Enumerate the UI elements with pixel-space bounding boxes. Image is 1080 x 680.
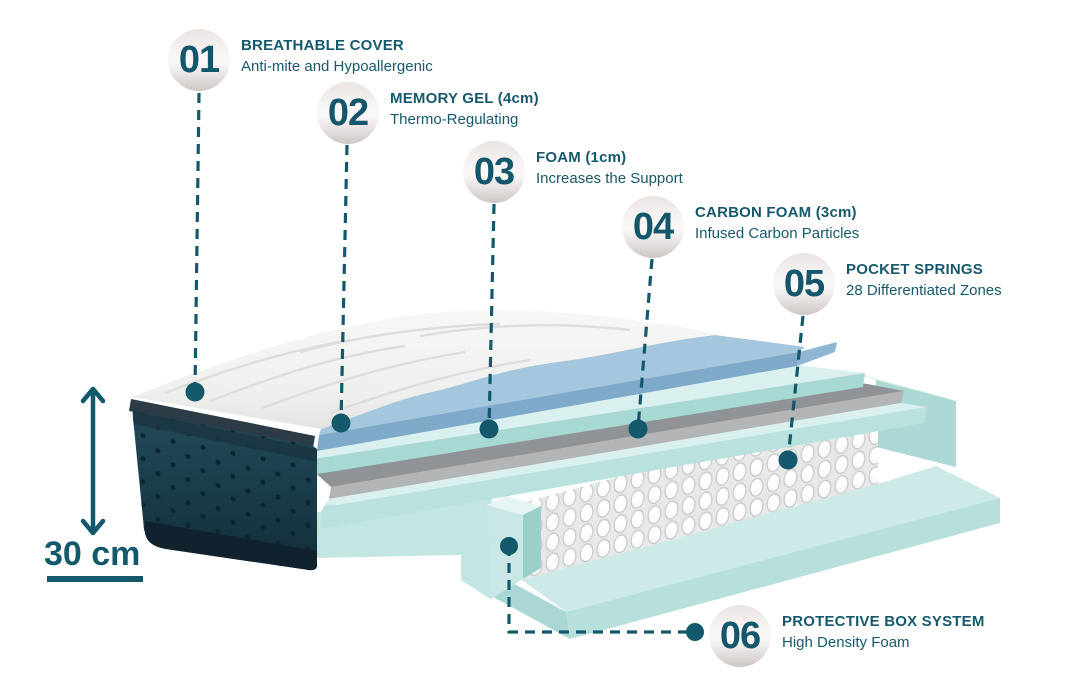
height-arrow bbox=[80, 386, 106, 536]
measurement-underline bbox=[47, 576, 143, 582]
callout-number-badge: 01 bbox=[168, 29, 230, 91]
callout-title: CARBON FOAM (3cm) bbox=[695, 204, 857, 221]
connector-02 bbox=[339, 144, 349, 423]
connector-03 bbox=[487, 203, 496, 429]
connector-dots bbox=[185, 382, 798, 641]
callout-breathable-cover: 01 BREATHABLE COVER Anti-mite and Hypoal… bbox=[168, 29, 433, 91]
connector-05 bbox=[786, 315, 805, 460]
side-fabric-block bbox=[129, 399, 317, 571]
callout-number-badge: 05 bbox=[773, 253, 835, 315]
connector-06 bbox=[507, 546, 691, 634]
callout-memory-gel: 02 MEMORY GEL (4cm) Thermo-Regulating bbox=[317, 82, 539, 144]
callout-title: PROTECTIVE BOX SYSTEM bbox=[782, 613, 985, 630]
callout-foam: 03 FOAM (1cm) Increases the Support bbox=[463, 141, 683, 203]
callout-number-badge: 02 bbox=[317, 82, 379, 144]
memory-gel-layer bbox=[317, 335, 837, 451]
callout-pocket-springs: 05 POCKET SPRINGS 28 Differentiated Zone… bbox=[773, 253, 1002, 315]
callout-protective-box: 06 PROTECTIVE BOX SYSTEM High Density Fo… bbox=[709, 605, 985, 667]
box-base-layer bbox=[316, 466, 1000, 639]
connector-01 bbox=[193, 92, 201, 392]
connector-lines bbox=[193, 92, 805, 634]
foam-layer bbox=[311, 365, 865, 475]
callout-number-badge: 03 bbox=[463, 141, 525, 203]
callout-title: BREATHABLE COVER bbox=[241, 37, 404, 54]
foam-ledge-layer bbox=[320, 403, 927, 529]
connector-04 bbox=[636, 258, 654, 429]
callout-title: MEMORY GEL (4cm) bbox=[390, 90, 539, 107]
callout-title: POCKET SPRINGS bbox=[846, 261, 983, 278]
callout-subtitle: High Density Foam bbox=[782, 634, 910, 651]
callout-number-badge: 04 bbox=[622, 196, 684, 258]
callout-title: FOAM (1cm) bbox=[536, 149, 627, 166]
callout-carbon-foam: 04 CARBON FOAM (3cm) Infused Carbon Part… bbox=[622, 196, 859, 258]
callout-subtitle: Increases the Support bbox=[536, 170, 683, 187]
height-measurement-label: 30 cm bbox=[44, 535, 141, 573]
carbon-foam-layer bbox=[310, 383, 904, 499]
callout-subtitle: Infused Carbon Particles bbox=[695, 225, 860, 242]
callout-number-badge: 06 bbox=[709, 605, 771, 667]
callout-subtitle: Anti-mite and Hypoallergenic bbox=[241, 58, 433, 75]
callout-subtitle: 28 Differentiated Zones bbox=[846, 282, 1002, 299]
callout-subtitle: Thermo-Regulating bbox=[390, 111, 519, 128]
